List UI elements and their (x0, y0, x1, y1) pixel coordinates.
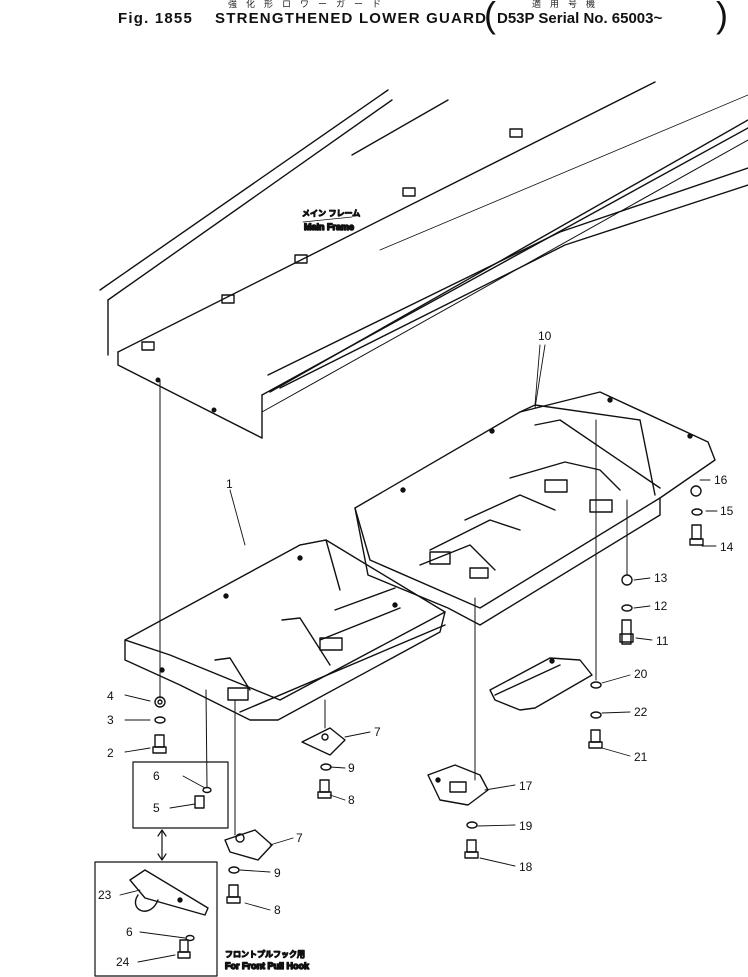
callout-23: 23 (98, 888, 112, 902)
callout-1: 1 (226, 477, 233, 491)
bracket-7-upper (301, 727, 346, 756)
callout-21: 21 (634, 750, 648, 764)
callout-10: 10 (538, 329, 552, 343)
open-paren: ( (484, 0, 496, 35)
callout-24: 24 (116, 955, 130, 969)
inset-box-pull-hook (94, 861, 218, 977)
main-frame-label-jp: メイン フレーム (302, 209, 360, 218)
figure-number: Fig. 1855 (118, 10, 193, 27)
bracket-7-lower (224, 829, 273, 861)
main-frame-label: Main Frame (304, 222, 354, 232)
serial-range: D53P Serial No. 65003~ (497, 10, 663, 27)
callout-5: 5 (153, 801, 160, 815)
callout-3: 3 (107, 713, 114, 727)
callout-9-upper: 9 (348, 761, 355, 775)
callout-13: 13 (654, 571, 668, 585)
jp-serial: 適用号機 (532, 0, 605, 10)
figure-title: STRENGTHENED LOWER GUARD (215, 10, 488, 27)
callout-7-lower: 7 (296, 831, 303, 845)
pull-hook-23 (129, 869, 209, 916)
figure-header: 強化形ロワーガード 適用号機 Fig. 1855 STRENGTHENED LO… (0, 0, 748, 40)
callout-8-upper: 8 (348, 793, 355, 807)
pull-hook-label-jp: フロントプルフック用 (225, 950, 305, 959)
main-frame (99, 81, 748, 439)
callout-6-upper: 6 (153, 769, 160, 783)
fastener-stack-right (464, 485, 704, 859)
callout-19: 19 (519, 819, 533, 833)
lower-guard-10 (354, 391, 716, 626)
callout-6-lower: 6 (126, 925, 133, 939)
callout-12: 12 (654, 599, 668, 613)
callout-4: 4 (107, 689, 114, 703)
callout-14: 14 (720, 540, 734, 554)
inset-box-front-bolt (132, 761, 229, 829)
callout-11: 11 (656, 634, 669, 648)
jp-title: 強化形ロワーガード (228, 0, 391, 10)
double-arrow (157, 829, 167, 861)
fastener-stack-mid (226, 763, 332, 904)
callout-22: 22 (634, 705, 648, 719)
lower-guard-1 (124, 539, 446, 721)
leader-lines (119, 344, 718, 963)
callout-17: 17 (519, 779, 533, 793)
close-paren: ) (716, 0, 728, 35)
callout-15: 15 (720, 504, 734, 518)
callout-7-upper: 7 (374, 725, 381, 739)
callout-8-lower: 8 (274, 903, 281, 917)
pull-hook-label: For Front Pull Hook (225, 961, 310, 971)
callout-16: 16 (714, 473, 728, 487)
plate-17 (427, 764, 489, 806)
callout-labels: 1 10 4 3 2 6 5 7 9 8 7 9 8 16 15 14 13 1… (98, 329, 734, 969)
callout-20: 20 (634, 667, 648, 681)
fastener-stack-hook (177, 786, 212, 959)
assembly-lines (159, 379, 628, 836)
callout-9-lower: 9 (274, 866, 281, 880)
callout-2: 2 (107, 746, 114, 760)
plate-20 (489, 657, 593, 711)
fastener-stack-left (152, 696, 167, 754)
callout-18: 18 (519, 860, 533, 874)
